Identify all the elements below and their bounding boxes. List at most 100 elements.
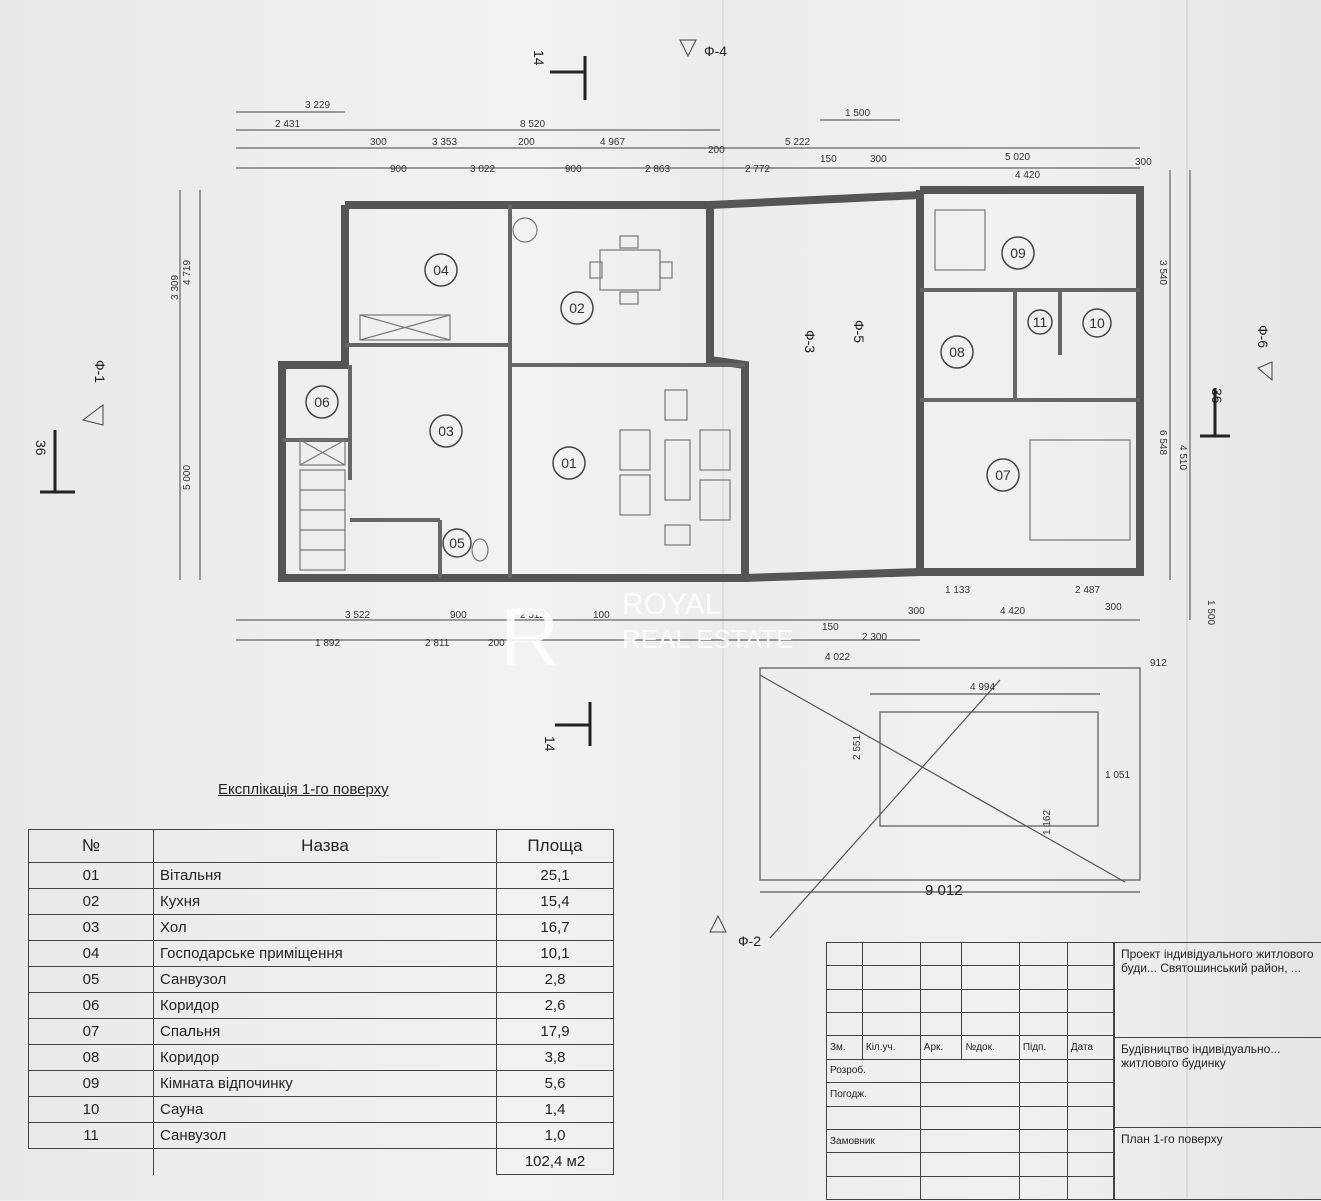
terrace (759, 667, 1141, 939)
table-header: № Назва Площа (28, 829, 614, 863)
dim-label: 2 811 (425, 638, 450, 649)
cell-number: 02 (28, 888, 154, 915)
dim-label: 3 522 (345, 610, 370, 621)
stamp-role: Розроб. (826, 1058, 921, 1084)
room-label: 07 (995, 467, 1011, 483)
dim-label: 200 (518, 137, 535, 148)
col-number: № (28, 829, 154, 863)
stamp-col: Підп. (1018, 1035, 1068, 1060)
cell-name: Вітальня (153, 862, 497, 889)
dim-label: 4 022 (825, 652, 850, 663)
dim-label: 4 510 (1177, 445, 1188, 470)
dim-label: 2 772 (745, 164, 770, 175)
dim-label: 1 133 (945, 585, 970, 596)
watermark-logo: R (500, 592, 559, 683)
room-label: 06 (314, 394, 330, 410)
dim-label: 2 551 (852, 735, 863, 760)
cut-label: 36 (33, 440, 49, 456)
stamp-col: Дата (1066, 1035, 1115, 1060)
cell-name: Санвузол (153, 966, 497, 993)
section-label: Ф-2 (738, 933, 761, 949)
room-label: 08 (949, 344, 965, 360)
col-name: Назва (153, 829, 497, 863)
dim-label: 3 353 (432, 137, 457, 148)
inner-walls (282, 205, 1140, 578)
building-name: Будівництво індивідуально... житлового б… (1115, 1038, 1321, 1128)
cell-number: 03 (28, 914, 154, 941)
dim-label: 150 (822, 622, 839, 633)
sheet-title: План 1-го поверху (1121, 1132, 1223, 1146)
cell-number: 04 (28, 940, 154, 967)
dim-label: 1 500 (845, 108, 870, 119)
stamp-role: Замовник (826, 1128, 921, 1154)
project-name: Проект індивідуального житлового буди...… (1115, 943, 1321, 1038)
outer-walls (278, 186, 1144, 582)
dim-label: 4 420 (1000, 606, 1025, 617)
furniture (299, 209, 1131, 571)
cell-area: 17,9 (496, 1018, 614, 1045)
dim-label: 2 300 (862, 632, 887, 643)
cell-area: 1,0 (496, 1122, 614, 1149)
dim-label: 2 431 (275, 119, 300, 130)
dim-label: 9 012 (925, 882, 963, 899)
dimension-lines (179, 111, 1191, 641)
cell-number: 08 (28, 1044, 154, 1071)
cut-label: 14 (531, 50, 547, 66)
cell-area: 5,6 (496, 1070, 614, 1097)
dim-label: 5 222 (785, 137, 810, 148)
terrace-dims: 4 994 2 551 1 051 1 162 9 012 (852, 682, 1130, 899)
room-label: 03 (438, 423, 454, 439)
dim-label: 8 520 (520, 119, 545, 130)
cell-area: 1,4 (496, 1096, 614, 1123)
dim-label: 300 (908, 606, 925, 617)
room-label: 11 (1033, 314, 1048, 330)
dim-label: 4 967 (600, 137, 625, 148)
dim-label: 3 309 (170, 275, 181, 300)
cut-label: 36 (1209, 388, 1225, 404)
cell-area: 16,7 (496, 914, 614, 941)
dim-label: 1 892 (315, 638, 340, 649)
cell-number: 07 (28, 1018, 154, 1045)
cell-number: 10 (28, 1096, 154, 1123)
dim-label: 3 229 (305, 100, 330, 111)
dim-label: 150 (820, 154, 837, 165)
dim-label: 912 (1150, 658, 1167, 669)
stamp-col: Зм. (826, 1035, 863, 1060)
section-markers: Ф-4 Ф-2 Ф-1 Ф-6 Ф-3 Ф-5 (81, 39, 1273, 949)
dim-label: 3 540 (1157, 260, 1168, 285)
title-block-grid: Зм. Кіл.уч. Арк. №док. Підп. Дата Розроб… (826, 941, 1115, 1201)
cell-number: 01 (28, 862, 154, 889)
section-label: Ф-6 (1255, 325, 1271, 348)
dimension-labels: 3 229 2 431 8 520 300 3 353 200 4 967 20… (170, 100, 1216, 669)
dim-label: 300 (1105, 602, 1122, 613)
cell-name: Кімната відпочинку (153, 1070, 497, 1097)
cell-number: 11 (28, 1122, 154, 1149)
room-label: 02 (569, 300, 585, 316)
stamp-col: Кіл.уч. (861, 1035, 921, 1060)
section-label: Ф-3 (802, 330, 818, 353)
cut-labels: 14 14 36 36 (33, 50, 1225, 752)
room-label: 10 (1089, 315, 1105, 331)
stamp-role: Погодж. (826, 1082, 921, 1107)
cell-number: 06 (28, 992, 154, 1019)
dim-label: 900 (390, 164, 407, 175)
dim-label: 300 (1135, 157, 1152, 168)
cell-name: Господарське приміщення (153, 940, 497, 967)
dim-label: 4 994 (970, 682, 995, 693)
dim-label: 1 051 (1105, 770, 1130, 781)
dim-label: 4 420 (1015, 170, 1040, 181)
cell-name: Кухня (153, 888, 497, 915)
dim-label: 1 162 (1042, 810, 1053, 835)
title-block: Зм. Кіл.уч. Арк. №док. Підп. Дата Розроб… (826, 941, 1321, 1201)
dim-label: 3 022 (470, 164, 495, 175)
cell-number: 09 (28, 1070, 154, 1097)
cell-number: 05 (28, 966, 154, 993)
